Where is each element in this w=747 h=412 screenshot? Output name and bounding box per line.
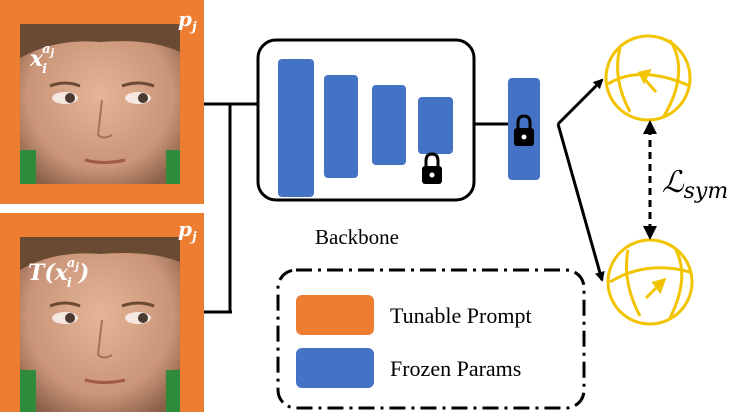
head-block bbox=[508, 78, 540, 180]
backbone-label: Backbone bbox=[315, 225, 399, 249]
output-arrows bbox=[556, 78, 605, 282]
lock-icon bbox=[514, 114, 534, 146]
input-connectors bbox=[204, 102, 258, 314]
legend-label-frozen: Frozen Params bbox=[390, 356, 521, 381]
legend-swatch-frozen bbox=[296, 348, 374, 388]
backbone-layer-1 bbox=[278, 59, 314, 197]
backbone-layer-3 bbox=[372, 85, 406, 165]
bottom-sphere-icon bbox=[606, 238, 694, 326]
bottom-input-label: T(xiaj) bbox=[28, 256, 89, 291]
symmetry-loss-connector bbox=[643, 120, 657, 240]
legend-border bbox=[276, 268, 586, 410]
bottom-prompt-label: pj bbox=[178, 217, 197, 245]
legend-swatch-tunable bbox=[296, 295, 374, 335]
top-input-label: xiaj bbox=[29, 42, 55, 77]
top-sphere-icon bbox=[604, 34, 692, 122]
legend-label-tunable: Tunable Prompt bbox=[390, 303, 532, 328]
symmetry-loss-label: ℒsym bbox=[662, 165, 728, 204]
backbone-layer-4 bbox=[418, 97, 453, 154]
top-input-image: pj xiaj bbox=[0, 0, 204, 204]
backbone-block: Backbone bbox=[256, 38, 476, 249]
top-prompt-label: pj bbox=[178, 7, 197, 35]
legend: Tunable Prompt Frozen Params bbox=[276, 268, 586, 410]
lock-icon bbox=[422, 152, 442, 184]
backbone-layer-2 bbox=[324, 75, 358, 178]
bottom-input-image: pj T(xiaj) bbox=[0, 213, 204, 412]
